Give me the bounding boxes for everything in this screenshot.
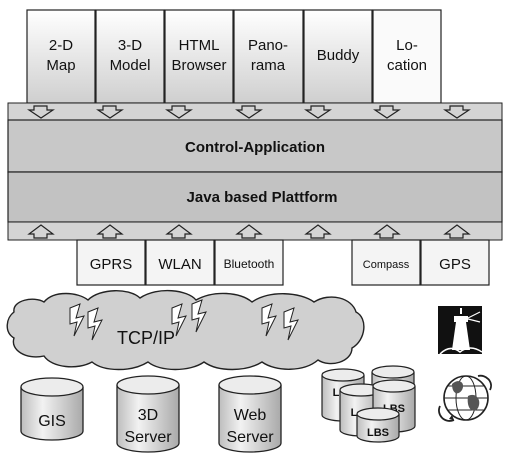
interface-row: GPRS WLAN Bluetooth Compass GPS xyxy=(76,239,490,286)
up-connector-strip xyxy=(7,221,503,241)
module-2d-map-line2: Map xyxy=(46,57,75,74)
lbs-cluster: L L LBS LBS xyxy=(321,365,416,443)
interface-compass: Compass xyxy=(351,239,421,286)
interface-gps: GPS xyxy=(420,239,490,286)
server-gis: GIS xyxy=(20,377,84,441)
lightning-icon xyxy=(171,303,187,337)
down-connector-strip xyxy=(7,102,503,121)
lightning-icon xyxy=(261,303,277,337)
lbs-label: L xyxy=(333,387,340,399)
interface-gprs: GPRS xyxy=(76,239,146,286)
interface-compass-label: Compass xyxy=(363,259,410,271)
down-arrow-icon xyxy=(443,105,471,119)
up-arrow-icon xyxy=(27,224,55,239)
module-2d-map: 2-D Map xyxy=(26,9,96,104)
control-application-label: Control-Application xyxy=(185,139,325,156)
server-3d: 3D Server xyxy=(116,375,180,453)
lightning-icon xyxy=(191,299,207,333)
down-arrow-icon xyxy=(27,105,55,119)
module-location-line2: cation xyxy=(387,57,427,74)
up-arrow-icon xyxy=(235,224,263,239)
up-arrow-icon xyxy=(443,224,471,239)
up-arrow-icon xyxy=(373,224,401,239)
module-panorama-line1: Pano- xyxy=(248,37,288,54)
up-arrow-icon xyxy=(96,224,124,239)
lbs-label: L xyxy=(351,407,358,419)
tcp-ip-label: TCP/IP xyxy=(117,328,175,348)
module-location: Lo- cation xyxy=(372,9,442,104)
module-html-browser-line1: HTML xyxy=(179,37,220,54)
module-html-browser: HTML Browser xyxy=(164,9,234,104)
java-platform-layer: Java based Plattform xyxy=(7,171,503,223)
down-arrow-icon xyxy=(96,105,124,119)
server-web-line2: Server xyxy=(226,429,274,446)
lbs-label: LBS xyxy=(367,427,389,439)
down-arrow-icon xyxy=(165,105,193,119)
down-arrow-icon xyxy=(304,105,332,119)
up-arrow-icon xyxy=(165,224,193,239)
module-3d-model-line1: 3-D xyxy=(118,37,142,54)
lightning-icon xyxy=(283,307,299,341)
interface-bluetooth: Bluetooth xyxy=(214,239,284,286)
module-3d-model-line2: Model xyxy=(110,57,151,74)
lightning-icon xyxy=(69,303,85,337)
interface-wlan: WLAN xyxy=(145,239,215,286)
server-web: Web Server xyxy=(218,375,282,453)
java-platform-label: Java based Plattform xyxy=(187,189,338,206)
server-gis-line1: GIS xyxy=(38,413,66,430)
interface-bluetooth-label: Bluetooth xyxy=(224,257,275,271)
server-3d-line1: 3D xyxy=(138,407,158,424)
down-arrow-icon xyxy=(235,105,263,119)
server-3d-line2: Server xyxy=(124,429,172,446)
up-arrow-icon xyxy=(304,224,332,239)
server-web-line1: Web xyxy=(234,407,267,424)
module-panorama: Pano- rama xyxy=(233,9,304,104)
module-buddy-line1: Buddy xyxy=(317,47,360,64)
down-arrow-icon xyxy=(373,105,401,119)
module-2d-map-line1: 2-D xyxy=(49,37,73,54)
interface-wlan-label: WLAN xyxy=(158,256,201,273)
control-application-layer: Control-Application xyxy=(7,119,503,173)
lighthouse-icon xyxy=(438,306,483,355)
interface-gprs-label: GPRS xyxy=(90,256,133,273)
lbs-db-front: LBS xyxy=(356,407,400,443)
interface-gps-label: GPS xyxy=(439,256,471,273)
module-panorama-line2: rama xyxy=(251,57,286,74)
module-row: 2-D Map 3-D Model HTML Browser Pano- ram… xyxy=(26,9,442,104)
globe-icon xyxy=(438,374,492,422)
module-buddy: Buddy xyxy=(303,9,373,104)
module-location-line1: Lo- xyxy=(396,37,418,54)
lightning-icon xyxy=(87,307,103,341)
tcp-ip-network-cloud: TCP/IP xyxy=(6,289,365,371)
module-3d-model: 3-D Model xyxy=(95,9,165,104)
module-html-browser-line2: Browser xyxy=(171,57,226,74)
